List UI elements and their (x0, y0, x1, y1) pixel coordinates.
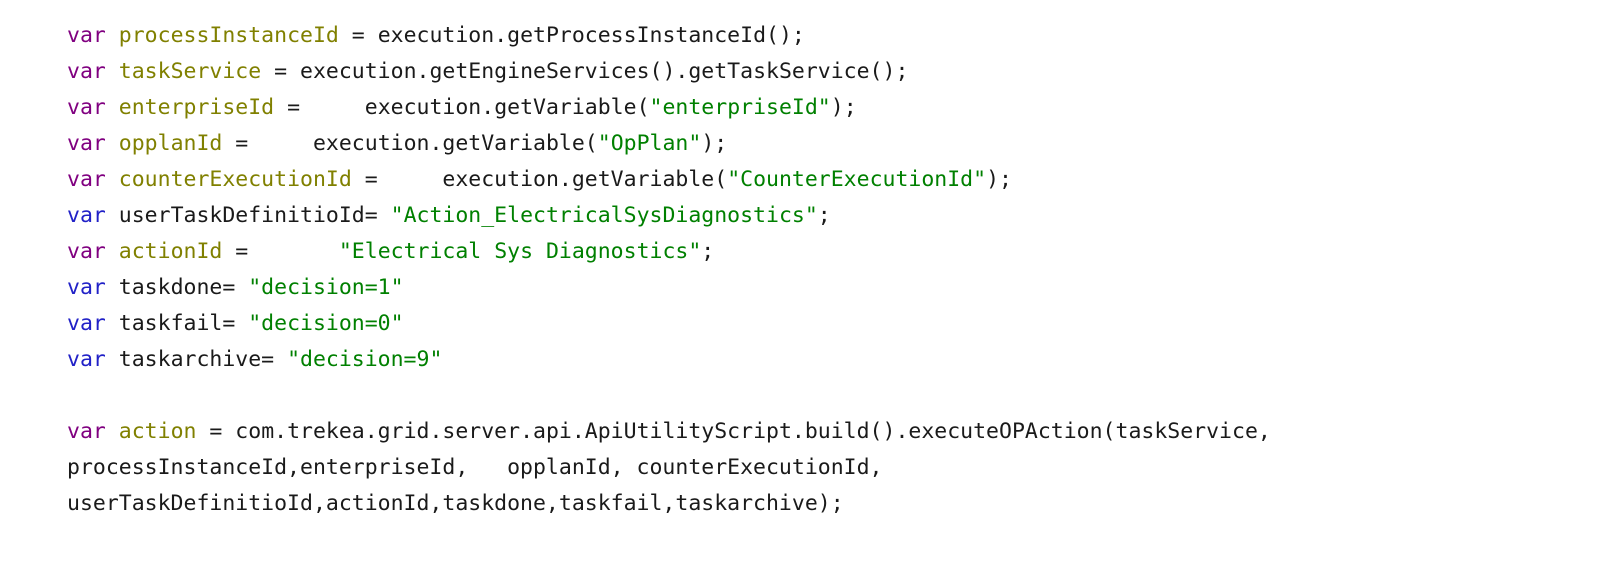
code-token: ; (701, 239, 715, 264)
code-token: ); (986, 167, 1012, 192)
code-token: = (222, 239, 339, 264)
code-line[interactable]: var opplanId = execution.getVariable("Op… (67, 126, 1600, 162)
code-token (106, 419, 119, 444)
code-line[interactable]: userTaskDefinitioId,actionId,taskdone,ta… (67, 486, 1600, 522)
code-token (106, 59, 119, 84)
code-token: "Action_ElectricalSysDiagnostics" (390, 203, 818, 228)
code-token: = execution.getVariable( (351, 167, 728, 192)
code-token: var (67, 131, 106, 156)
code-token: "Electrical Sys Diagnostics" (338, 239, 702, 264)
code-token: var (67, 275, 106, 300)
code-token (106, 167, 119, 192)
code-token: var (67, 167, 106, 192)
code-token: var (67, 203, 106, 228)
code-token: ; (817, 203, 831, 228)
code-token: "OpPlan" (597, 131, 702, 156)
code-token: var (67, 239, 106, 264)
code-token: "enterpriseId" (649, 95, 831, 120)
code-token: enterpriseId (118, 95, 275, 120)
code-token: action (118, 419, 197, 444)
code-token: = execution.getProcessInstanceId(); (338, 23, 805, 48)
code-line[interactable]: var action = com.trekea.grid.server.api.… (67, 414, 1600, 450)
code-token (106, 95, 119, 120)
code-line[interactable]: var processInstanceId = execution.getPro… (67, 18, 1600, 54)
code-line[interactable]: var enterpriseId = execution.getVariable… (67, 90, 1600, 126)
code-token: taskarchive= (105, 347, 288, 372)
code-token: counterExecutionId (118, 167, 352, 192)
code-token: taskdone= (105, 275, 249, 300)
code-token: var (67, 347, 106, 372)
code-token: ); (830, 95, 857, 120)
code-token: opplanId (118, 131, 223, 156)
code-token: actionId (118, 239, 223, 264)
code-token: userTaskDefinitioId= (105, 203, 391, 228)
code-token: = execution.getVariable( (222, 131, 598, 156)
code-line[interactable]: processInstanceId,enterpriseId, opplanId… (67, 450, 1600, 486)
code-token: taskfail= (105, 311, 249, 336)
code-token (106, 239, 119, 264)
code-token: var (67, 23, 106, 48)
code-line[interactable]: var taskfail= "decision=0" (67, 306, 1600, 342)
code-token (106, 23, 119, 48)
code-token: "CounterExecutionId" (727, 167, 987, 192)
code-line[interactable]: var actionId = "Electrical Sys Diagnosti… (67, 234, 1600, 270)
code-token: "decision=9" (287, 347, 443, 372)
code-line[interactable]: var counterExecutionId = execution.getVa… (67, 162, 1600, 198)
code-line[interactable]: var taskarchive= "decision=9" (67, 342, 1600, 378)
code-token (106, 131, 119, 156)
code-token: ); (701, 131, 728, 156)
code-token: "decision=0" (248, 311, 404, 336)
code-token: = execution.getEngineServices().getTaskS… (261, 59, 909, 84)
code-line[interactable]: var taskdone= "decision=1" (67, 270, 1600, 306)
code-token: = com.trekea.grid.server.api.ApiUtilityS… (196, 419, 1271, 444)
code-line[interactable]: var userTaskDefinitioId= "Action_Electri… (67, 198, 1600, 234)
code-token: userTaskDefinitioId,actionId,taskdone,ta… (67, 491, 844, 516)
code-line[interactable] (67, 378, 1600, 414)
code-line[interactable]: var taskService = execution.getEngineSer… (67, 54, 1600, 90)
code-token: = execution.getVariable( (274, 95, 650, 120)
code-token: var (67, 311, 106, 336)
code-token: var (67, 419, 106, 444)
code-token: var (67, 95, 106, 120)
code-token: processInstanceId (118, 23, 339, 48)
code-line-list: var processInstanceId = execution.getPro… (67, 18, 1600, 522)
code-token: "decision=1" (248, 275, 404, 300)
code-token: taskService (118, 59, 262, 84)
code-token: processInstanceId,enterpriseId, opplanId… (67, 455, 883, 480)
code-token: var (67, 59, 106, 84)
